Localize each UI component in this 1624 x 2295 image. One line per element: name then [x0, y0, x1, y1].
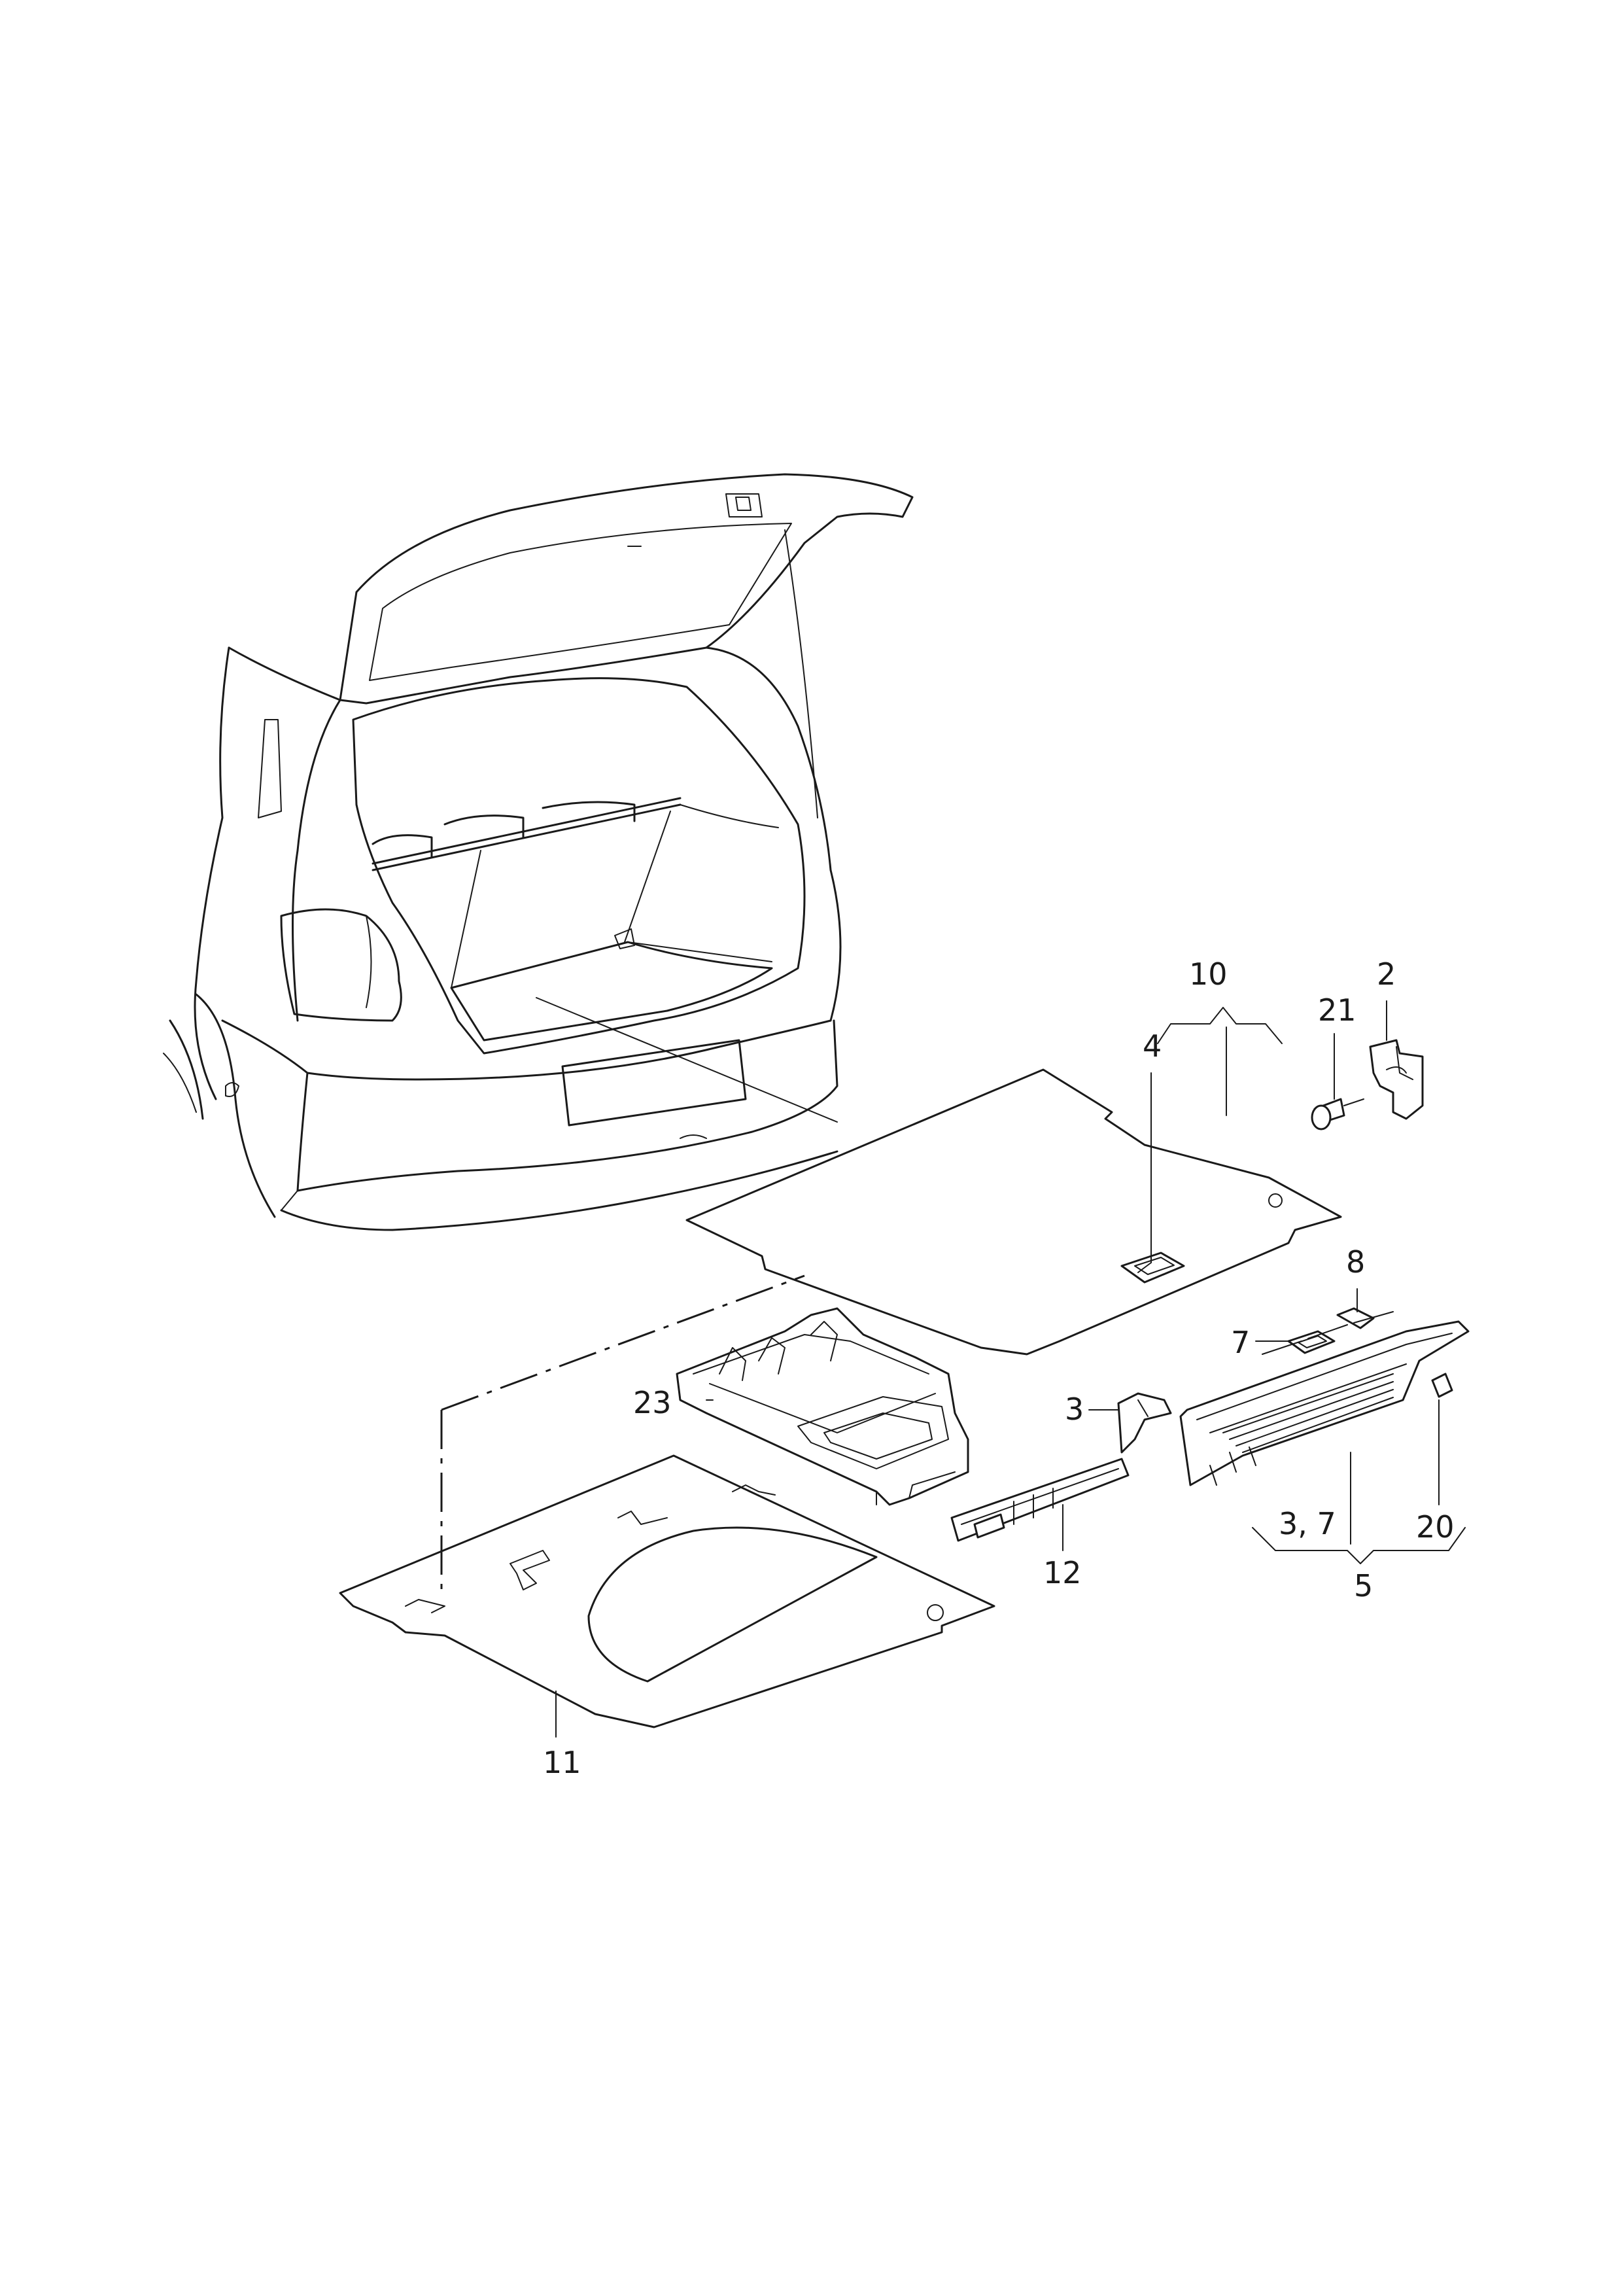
car-rear-illustration	[163, 473, 914, 1231]
floor-covering-part-11	[339, 1454, 995, 1728]
screw-part-21	[1311, 1098, 1364, 1130]
callout-23: 23	[633, 1385, 672, 1420]
callout-11: 11	[543, 1745, 581, 1780]
callout-21: 21	[1318, 992, 1356, 1028]
callout-2: 2	[1377, 956, 1396, 992]
callout-12: 12	[1043, 1555, 1082, 1590]
callout-leaders	[555, 1000, 1466, 1738]
callout-labels: 10 4 21 2 8 7 23 3 12 3, 7 20 5 11	[543, 956, 1455, 1780]
callout-3-7: 3, 7	[1279, 1506, 1336, 1541]
loading-floor-panel	[685, 1068, 1342, 1356]
storage-tray-part-23	[676, 1307, 969, 1506]
callout-7: 7	[1231, 1325, 1250, 1360]
tool-holder-part-12	[950, 1458, 1130, 1542]
bracket-part-2	[1369, 1039, 1424, 1120]
load-sill-trim-part-5	[1179, 1311, 1470, 1486]
callout-8: 8	[1346, 1244, 1365, 1280]
callout-20: 20	[1416, 1509, 1455, 1545]
callout-5: 5	[1354, 1568, 1373, 1603]
callout-3: 3	[1065, 1392, 1084, 1427]
callout-10: 10	[1189, 956, 1228, 992]
assembly-guide-lines	[440, 1274, 805, 1590]
cover-part-7	[1287, 1330, 1336, 1354]
clip-part-8	[1336, 1307, 1375, 1329]
clip-part-20	[1431, 1373, 1453, 1398]
bracket-part-3	[1117, 1392, 1172, 1454]
callout-4: 4	[1143, 1028, 1162, 1064]
sill-ribs	[1222, 1311, 1394, 1453]
